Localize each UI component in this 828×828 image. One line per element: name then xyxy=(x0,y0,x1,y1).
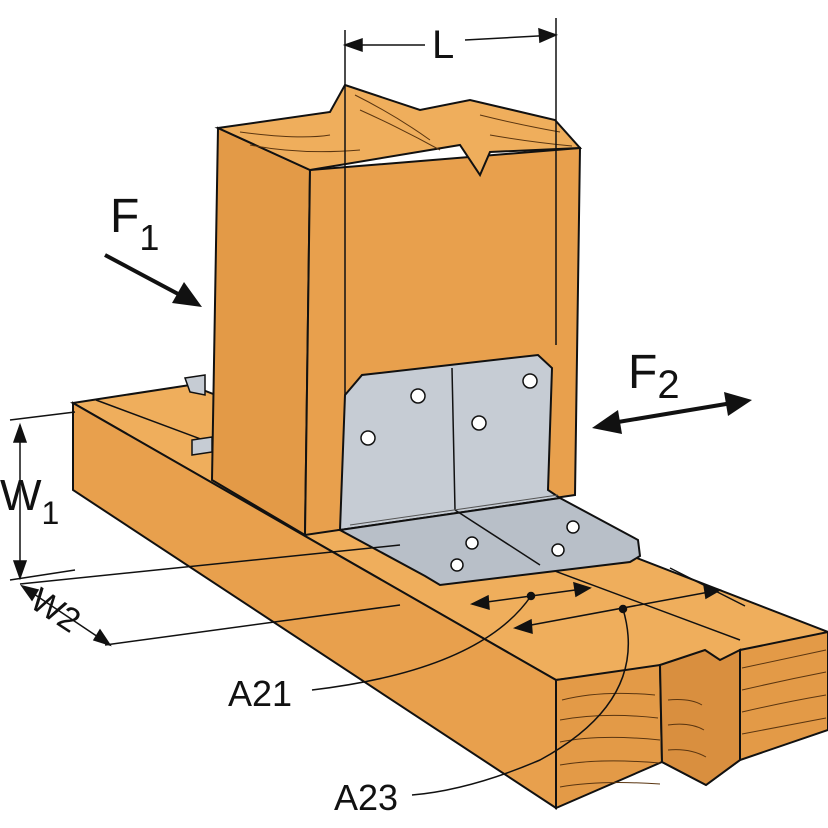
dim-A23 xyxy=(411,567,746,796)
label-F2-main: F xyxy=(628,346,657,399)
dim-W2-ext-top xyxy=(19,544,401,585)
label-L: L xyxy=(432,23,454,67)
bracket-hole xyxy=(551,543,565,557)
force-F1-shaft xyxy=(104,253,181,297)
label-W1: W1 xyxy=(0,471,59,531)
dim-A23-line xyxy=(514,589,721,629)
dim-A23-arrow-right xyxy=(703,583,722,600)
bracket-hole xyxy=(410,388,426,404)
label-W1-sub: 1 xyxy=(42,495,60,531)
bracket-bend-line xyxy=(349,494,559,526)
leader-A21 xyxy=(311,595,532,691)
bracket-fold-line xyxy=(454,509,541,566)
dim-A21 xyxy=(311,581,592,691)
label-F1-main: F xyxy=(110,190,139,243)
label-F2: F2 xyxy=(628,346,680,407)
angle-bracket xyxy=(336,353,642,587)
dim-L-arrow-left xyxy=(342,37,363,53)
dim-A23-ext xyxy=(669,567,746,607)
dim-W1-arrow-top xyxy=(12,422,28,443)
label-W1-main: W xyxy=(0,471,42,520)
hidden-bracket-edge xyxy=(191,436,213,456)
force-F2 xyxy=(592,392,752,434)
dim-W2 xyxy=(19,544,401,647)
force-F2-shaft xyxy=(611,401,733,425)
force-F2-arrow-left xyxy=(592,410,622,434)
dim-W1-ext-bottom xyxy=(9,569,76,581)
bracket-horizontal-leg xyxy=(336,496,642,587)
dim-A21-arrow-right xyxy=(573,581,592,598)
label-F2-sub: 2 xyxy=(657,363,679,407)
dim-W1 xyxy=(9,411,76,581)
force-F2-arrow-right xyxy=(724,392,752,416)
label-A23: A23 xyxy=(334,777,398,818)
bracket-hole xyxy=(360,430,376,446)
dim-W2-line xyxy=(21,585,111,646)
label-F1-sub: 1 xyxy=(139,217,159,258)
label-F1: F1 xyxy=(110,190,159,258)
dim-W1-ext-top xyxy=(9,411,76,421)
dim-W2-arrow-bottom xyxy=(92,628,112,647)
base-beam-grain xyxy=(559,649,827,788)
dim-L-arrow-right xyxy=(538,27,559,44)
post-top-grain xyxy=(239,94,573,153)
bracket-hole xyxy=(450,558,464,572)
bracket-holes xyxy=(360,373,580,572)
dim-W2-arrow-top xyxy=(20,584,40,602)
dim-A21-arrow-left xyxy=(469,594,490,611)
force-F1 xyxy=(104,253,202,307)
leader-A23 xyxy=(411,608,630,796)
post-top-face xyxy=(214,83,583,178)
bracket-hole xyxy=(465,536,479,550)
label-A21: A21 xyxy=(228,673,292,714)
base-beam-notch xyxy=(658,648,741,787)
bracket-hole xyxy=(566,520,580,534)
dim-W1-arrow-bottom xyxy=(12,560,28,581)
bracket-center-line xyxy=(451,367,456,511)
bracket-hole xyxy=(471,415,487,431)
force-F1-arrowhead xyxy=(172,282,202,307)
hidden-bracket-top xyxy=(183,374,206,396)
bracket-hole xyxy=(522,373,538,389)
post-left-face xyxy=(210,126,312,537)
dim-A23-arrow-left xyxy=(512,618,533,635)
dim-W2-ext-bottom xyxy=(104,604,401,646)
